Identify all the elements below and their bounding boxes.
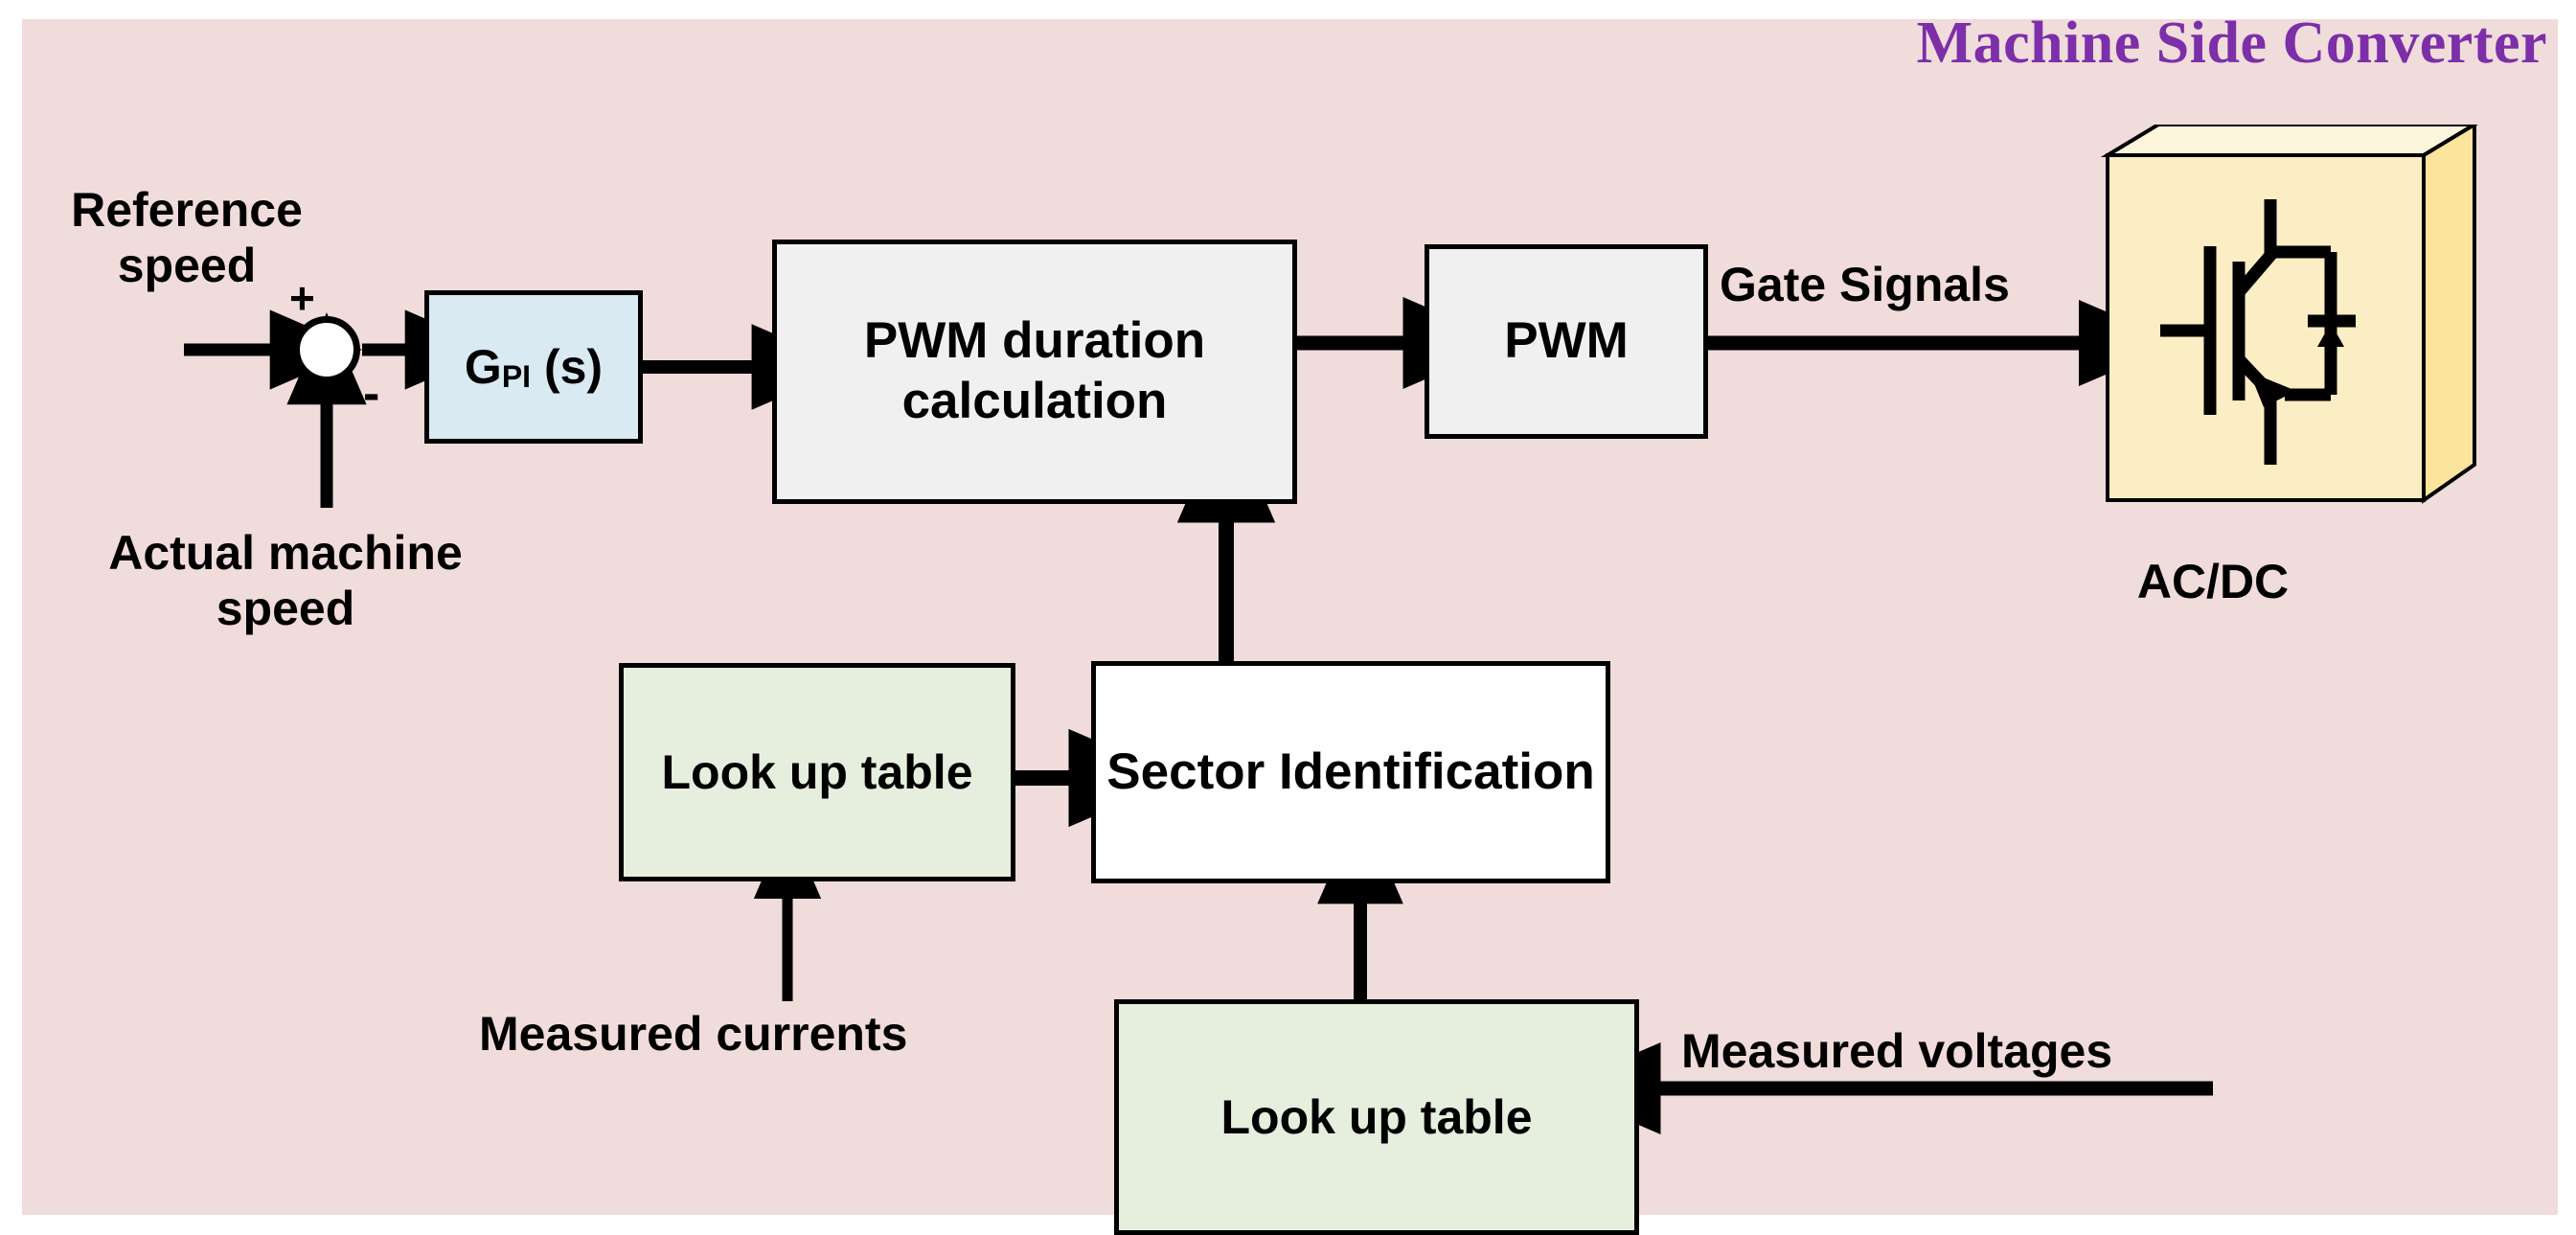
plus-sign: +: [289, 273, 315, 323]
pi-gain-symbol: G: [464, 339, 502, 394]
page-title: Machine Side Converter: [1916, 11, 2547, 76]
label-actual-machine-speed: Actual machine speed: [108, 526, 463, 635]
pwm-label: PWM: [1504, 312, 1629, 370]
label-gate-signals: Gate Signals: [1720, 258, 2010, 311]
label-ac-dc: AC/DC: [2136, 555, 2290, 608]
block-sector-identification[interactable]: Sector Identification: [1091, 661, 1610, 883]
summing-junction: [293, 316, 360, 383]
converter-top-face: [2100, 125, 2478, 157]
label-reference-speed: Reference speed: [71, 183, 303, 292]
pi-controller-label: GPI (s): [459, 339, 608, 396]
lookup-voltages-label: Look up table: [1220, 1089, 1533, 1144]
pi-argument: (s): [531, 339, 604, 394]
pi-subscript: PI: [501, 358, 532, 394]
igbt-emitter-arrow: [2249, 372, 2296, 407]
pwm-duration-label: PWM duration calculation: [863, 312, 1206, 429]
block-pwm-duration-calculation[interactable]: PWM duration calculation: [772, 240, 1297, 504]
block-pi-controller[interactable]: GPI (s): [424, 290, 643, 444]
block-pwm[interactable]: PWM: [1425, 244, 1708, 439]
label-measured-voltages: Measured voltages: [1681, 1024, 2113, 1078]
block-lookup-table-voltages[interactable]: Look up table: [1114, 999, 1639, 1235]
label-measured-currents: Measured currents: [479, 1007, 908, 1061]
minus-sign: -: [363, 366, 380, 422]
block-lookup-table-currents[interactable]: Look up table: [619, 663, 1015, 881]
converter-side-face: [2422, 125, 2476, 504]
block-ac-dc-converter[interactable]: [2093, 125, 2496, 532]
freewheeling-diode-icon: [2308, 314, 2356, 347]
lookup-currents-label: Look up table: [661, 744, 973, 799]
sector-identification-label: Sector Identification: [1106, 743, 1595, 800]
